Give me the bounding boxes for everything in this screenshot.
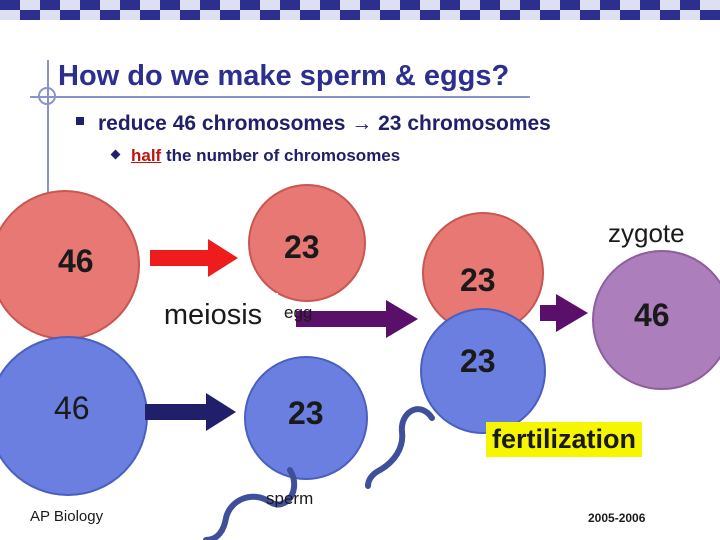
parent-cell-top	[0, 190, 140, 340]
header-check	[300, 10, 320, 20]
header-check	[140, 10, 160, 20]
arrow-to-sperm	[145, 393, 236, 431]
slide-title: How do we make sperm & eggs?	[58, 60, 510, 92]
arrow-to-egg	[150, 239, 238, 277]
bullet-half: half the number of chromosomes	[110, 146, 401, 166]
egg-cell	[248, 184, 366, 302]
header-check	[60, 10, 80, 20]
zygote-label: zygote	[608, 218, 685, 248]
header-check	[680, 0, 700, 10]
header-check	[380, 10, 400, 20]
header-check	[580, 10, 600, 20]
header-check	[320, 0, 340, 10]
bullet2-accent: half	[131, 146, 162, 165]
zygote-count: 46	[634, 297, 670, 333]
header-check	[620, 10, 640, 20]
header-check	[640, 0, 660, 10]
header-check	[240, 0, 260, 10]
fertilization-label: fertilization	[486, 422, 643, 457]
egg-label: egg	[284, 303, 313, 322]
zygote-cell	[592, 250, 720, 390]
bullet2-text: the number of chromosomes	[161, 146, 401, 165]
sperm-tail-bottom	[203, 467, 298, 540]
header-check	[280, 0, 300, 10]
header-check	[400, 0, 420, 10]
header-check	[360, 0, 380, 10]
crosshair-ornament	[38, 87, 56, 105]
header-check	[560, 0, 580, 10]
header-pattern	[0, 0, 720, 20]
right-arrow-icon: →	[351, 112, 373, 135]
header-check	[200, 0, 220, 10]
header-check	[20, 10, 40, 20]
header-check	[340, 10, 360, 20]
fertilizing-sperm-cell	[420, 308, 546, 434]
header-check	[100, 10, 120, 20]
header-check	[480, 0, 500, 10]
header-check	[700, 10, 720, 20]
parent-cell-bottom-count: 46	[54, 390, 90, 426]
sperm-label: sperm	[266, 489, 314, 508]
header-check	[440, 0, 460, 10]
arrow-egg-to-fertilization	[296, 300, 418, 338]
fertilizing-sperm-count: 23	[460, 343, 496, 379]
header-check	[460, 10, 480, 20]
header-check	[160, 0, 180, 10]
header-check	[520, 0, 540, 10]
header-check	[80, 0, 100, 10]
sperm-cell	[244, 356, 368, 480]
arrow-to-zygote	[540, 294, 588, 332]
title-underline	[30, 96, 530, 98]
bullet-reduce: reduce 46 chromosomes → 23 chromosomes	[76, 112, 551, 136]
header-check	[120, 0, 140, 10]
footer-course: AP Biology	[30, 508, 104, 525]
fertilizing-egg-count: 23	[460, 262, 496, 298]
parent-cell-top-count: 46	[58, 243, 94, 279]
header-check	[180, 10, 200, 20]
sperm-cell-count: 23	[288, 395, 324, 431]
header-check	[660, 10, 680, 20]
bullet1-suffix: 23 chromosomes	[378, 112, 551, 135]
header-check	[220, 10, 240, 20]
header-check	[260, 10, 280, 20]
egg-cell-count: 23	[284, 229, 320, 265]
meiosis-label: meiosis	[148, 293, 278, 337]
header-check	[500, 10, 520, 20]
header-check	[40, 0, 60, 10]
title-vertical-rule	[47, 60, 49, 240]
header-check	[540, 10, 560, 20]
header-check	[0, 0, 20, 10]
square-bullet-icon	[76, 117, 84, 125]
bullet1-prefix: reduce 46 chromosomes	[98, 112, 346, 135]
footer-years: 2005-2006	[588, 511, 646, 525]
header-check	[600, 0, 620, 10]
parent-cell-bottom	[0, 336, 148, 496]
header-check	[420, 10, 440, 20]
sperm-tail-fertilizing	[365, 406, 435, 489]
